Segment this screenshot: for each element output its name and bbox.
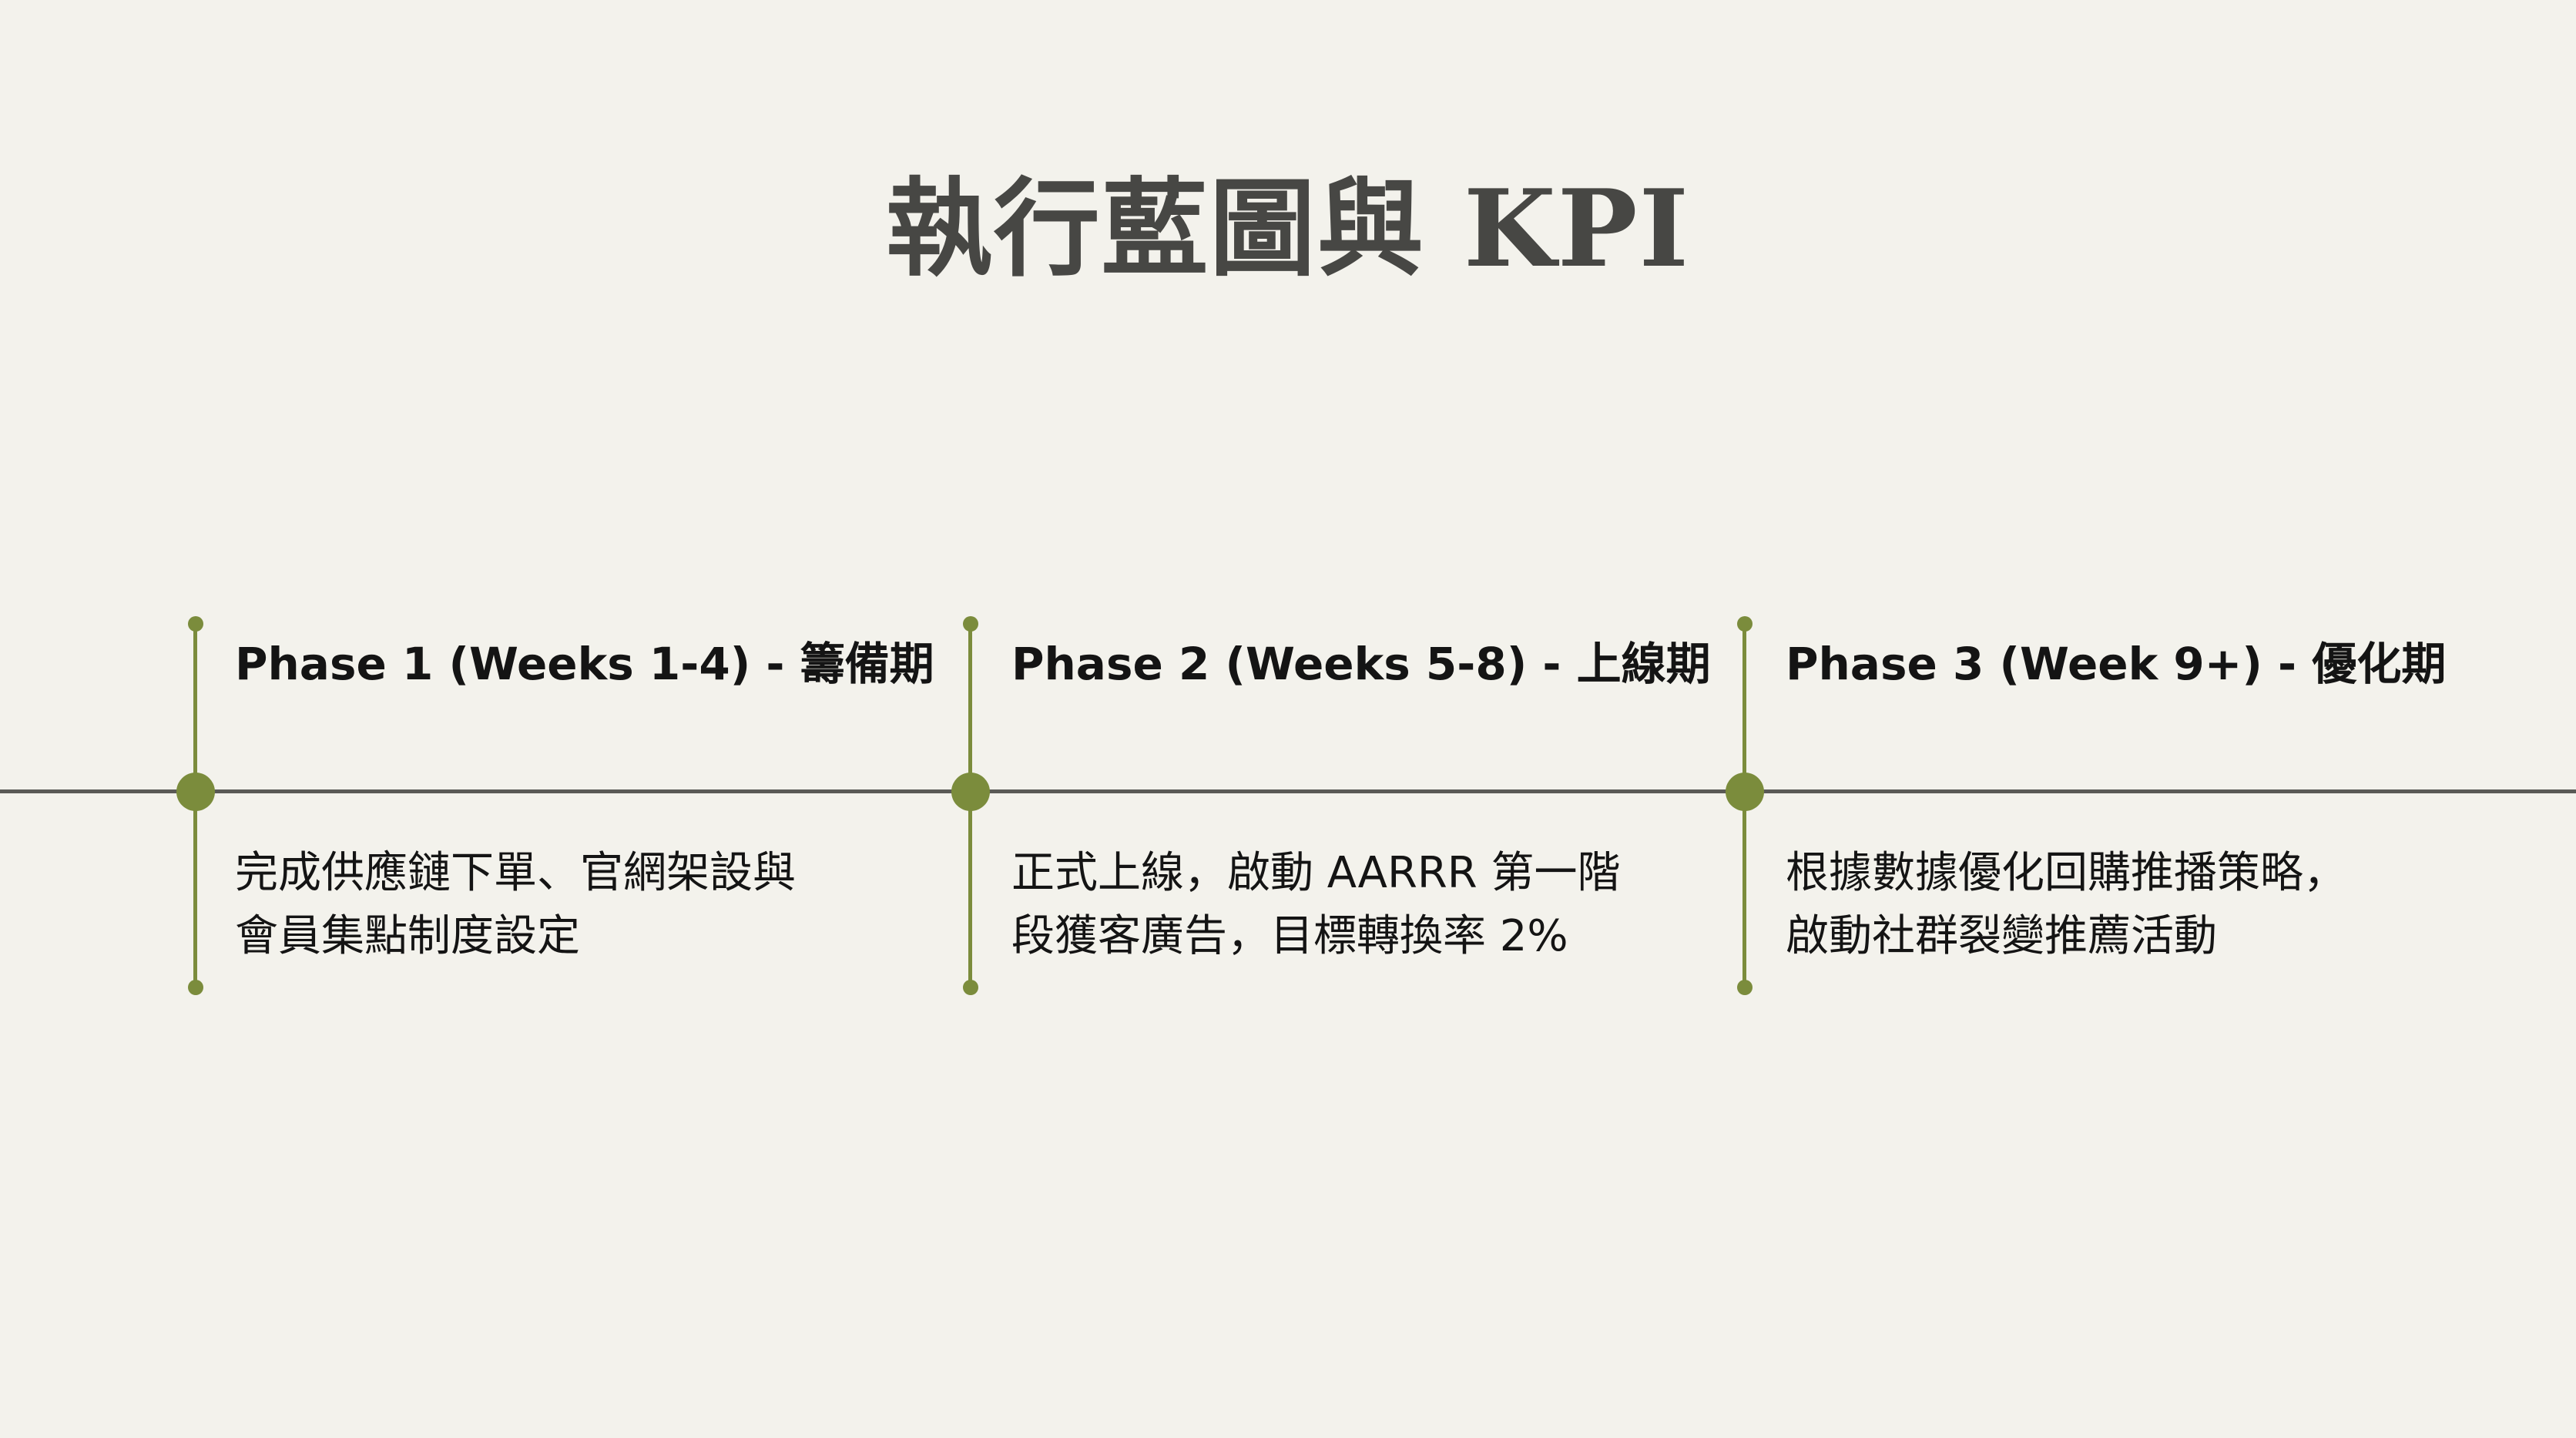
phase-description: 完成供應鏈下單、官網架設與 會員集點制度設定 [235,842,913,968]
timeline-axis [0,789,2576,793]
phase-description: 正式上線，啟動 AARRR 第一階 段獲客廣告，目標轉換率 2% [1011,842,1689,968]
phase-title: Phase 1 (Weeks 1-4) - 籌備期 [235,638,934,690]
phase-bottom-dot [963,980,978,995]
phase-top-dot [188,616,203,632]
phase-title: Phase 2 (Weeks 5-8) - 上線期 [1011,638,1711,690]
page-title: 執行藍圖與 KPI [885,166,1691,291]
phase-bottom-dot [1737,980,1753,995]
phase-top-dot [1737,616,1753,632]
phase-milestone-dot [176,773,215,811]
phase-bottom-dot [188,980,203,995]
desc-line: 根據數據優化回購推播策略， [1786,848,2346,898]
desc-line: 啟動社群裂變推薦活動 [1786,911,2217,961]
phase-title: Phase 3 (Week 9+) - 優化期 [1786,638,2447,690]
desc-line: 正式上線，啟動 AARRR 第一階 [1011,848,1621,898]
desc-line: 段獲客廣告，目標轉換率 2% [1011,911,1568,961]
phase-milestone-dot [1726,773,1764,811]
phase-description: 根據數據優化回購推播策略， 啟動社群裂變推薦活動 [1786,842,2464,968]
desc-line: 會員集點制度設定 [235,911,580,961]
desc-line: 完成供應鏈下單、官網架設與 [235,848,796,898]
phase-milestone-dot [951,773,990,811]
phase-top-dot [963,616,978,632]
